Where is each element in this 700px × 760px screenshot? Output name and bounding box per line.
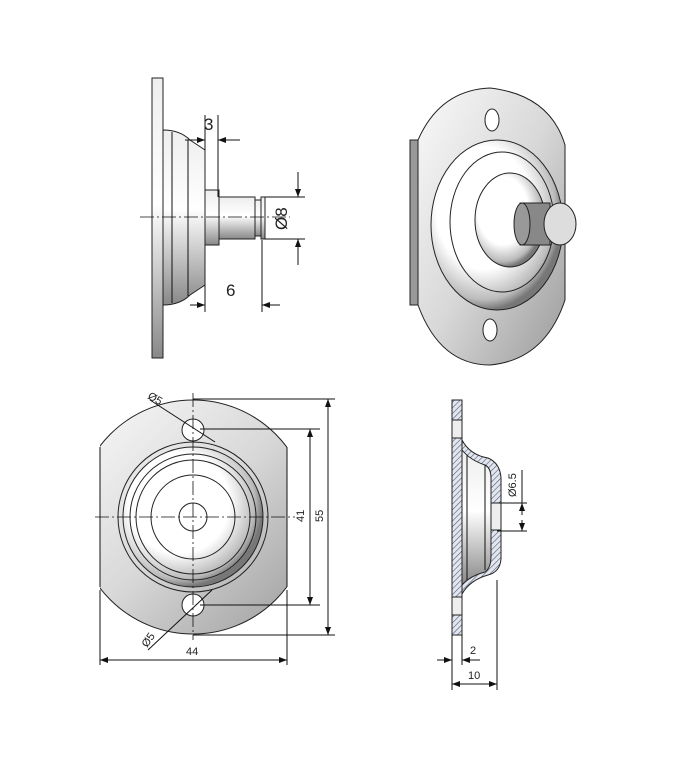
dim-hole-spacing: 41: [295, 510, 307, 522]
dim-thickness: 2: [470, 645, 476, 657]
dim-center-hole: Ø6.5: [507, 473, 519, 497]
dim-shaft-length: 6: [226, 281, 235, 300]
front-view: Ø5 Ø5 41 55 44: [95, 390, 335, 665]
dim-hole-bottom: Ø5: [140, 631, 158, 650]
dim-width: 44: [186, 646, 198, 658]
side-view: 3 6 Ø8: [140, 77, 305, 359]
section-view: Ø6.5 2 10: [437, 399, 527, 690]
dim-depth: 10: [468, 670, 480, 682]
dim-height: 55: [314, 510, 326, 522]
dim-flange-gap: 3: [204, 115, 213, 134]
dim-shaft-diameter: Ø8: [272, 207, 291, 230]
isometric-view: [409, 87, 577, 366]
